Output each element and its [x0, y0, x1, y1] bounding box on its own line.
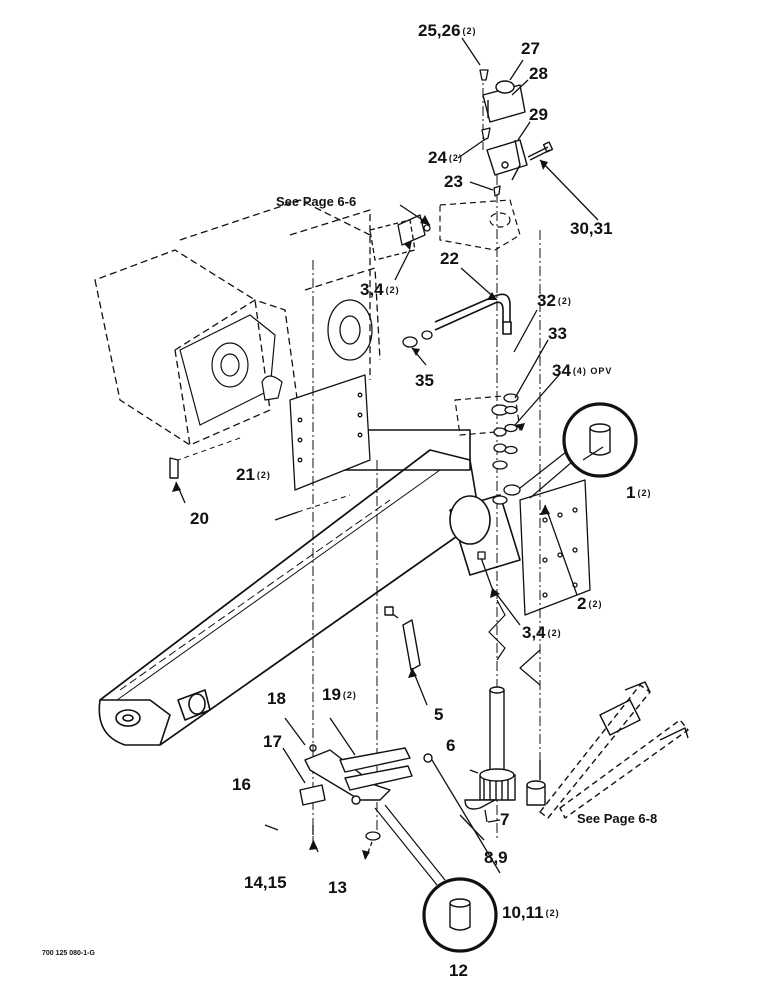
- callout-23: 23: [444, 172, 463, 191]
- callout-25-26: 25,26(2): [418, 21, 477, 40]
- callout-12: 12: [449, 961, 468, 980]
- bracket-28: [482, 80, 526, 123]
- tongue-beam: [98, 449, 481, 746]
- callout-27: 27: [521, 39, 540, 58]
- callout-7: 7: [500, 810, 510, 829]
- inset-circle-1: [519, 402, 638, 499]
- callout-6: 6: [446, 736, 456, 755]
- callout-3-4-lower: 3,4(2): [522, 623, 562, 642]
- callout-22: 22: [440, 249, 459, 268]
- callout-2: 2(2): [577, 594, 603, 613]
- callout-8-9: 8,9: [484, 848, 508, 867]
- pin-21: [274, 494, 351, 521]
- callout-24: 24(2): [428, 148, 463, 167]
- center-lines: [312, 70, 541, 840]
- note-see-page-6-6: See Page 6-6: [276, 194, 357, 209]
- washer-stack: [491, 393, 521, 505]
- link-5: [384, 606, 421, 671]
- callout-16: 16: [232, 775, 251, 794]
- lever-assembly: [299, 744, 433, 806]
- callout-10-11: 10,11(2): [502, 903, 560, 922]
- break-lines: [488, 599, 541, 686]
- shift-rod-22: [434, 293, 512, 335]
- lower-mount-plate: [454, 394, 521, 436]
- callout-29: 29: [529, 105, 548, 124]
- upper-mount-plate: [439, 199, 521, 251]
- callout-5: 5: [434, 705, 444, 724]
- shift-gear-7: [464, 686, 516, 810]
- callout-21: 21(2): [236, 465, 271, 484]
- callout-35: 35: [415, 371, 434, 390]
- left-housing-detail: [179, 314, 283, 426]
- pin-20: [169, 437, 241, 479]
- callout-14-15: 14,15: [244, 873, 287, 892]
- note-see-page-6-8: See Page 6-8: [577, 811, 658, 826]
- callout-34: 34(4) OPV: [552, 361, 613, 380]
- callout-30-31: 30,31: [570, 219, 613, 238]
- bracket-29: [486, 139, 528, 181]
- center-plate: [289, 209, 381, 491]
- callout-33: 33: [548, 324, 567, 343]
- bolts-3-4: [369, 214, 493, 589]
- callout-1: 1(2): [626, 483, 652, 502]
- callout-28: 28: [529, 64, 548, 83]
- leader-lines: [175, 37, 604, 874]
- output-yoke: [526, 681, 689, 819]
- callout-18: 18: [267, 689, 286, 708]
- washer-35: [402, 330, 433, 348]
- bolt-30-31: [527, 141, 554, 161]
- callout-19: 19(2): [322, 685, 357, 704]
- callout-3-4-upper: 3,4(2): [360, 280, 400, 299]
- arrow-heads: [172, 160, 550, 860]
- callout-13: 13: [328, 878, 347, 897]
- callout-32: 32(2): [537, 291, 572, 310]
- inset-circle-12: [374, 804, 498, 953]
- left-housing: [94, 199, 371, 446]
- callout-20: 20: [190, 509, 209, 528]
- figure-id: 700 125 080-1-G: [42, 950, 95, 957]
- callout-17: 17: [263, 732, 282, 751]
